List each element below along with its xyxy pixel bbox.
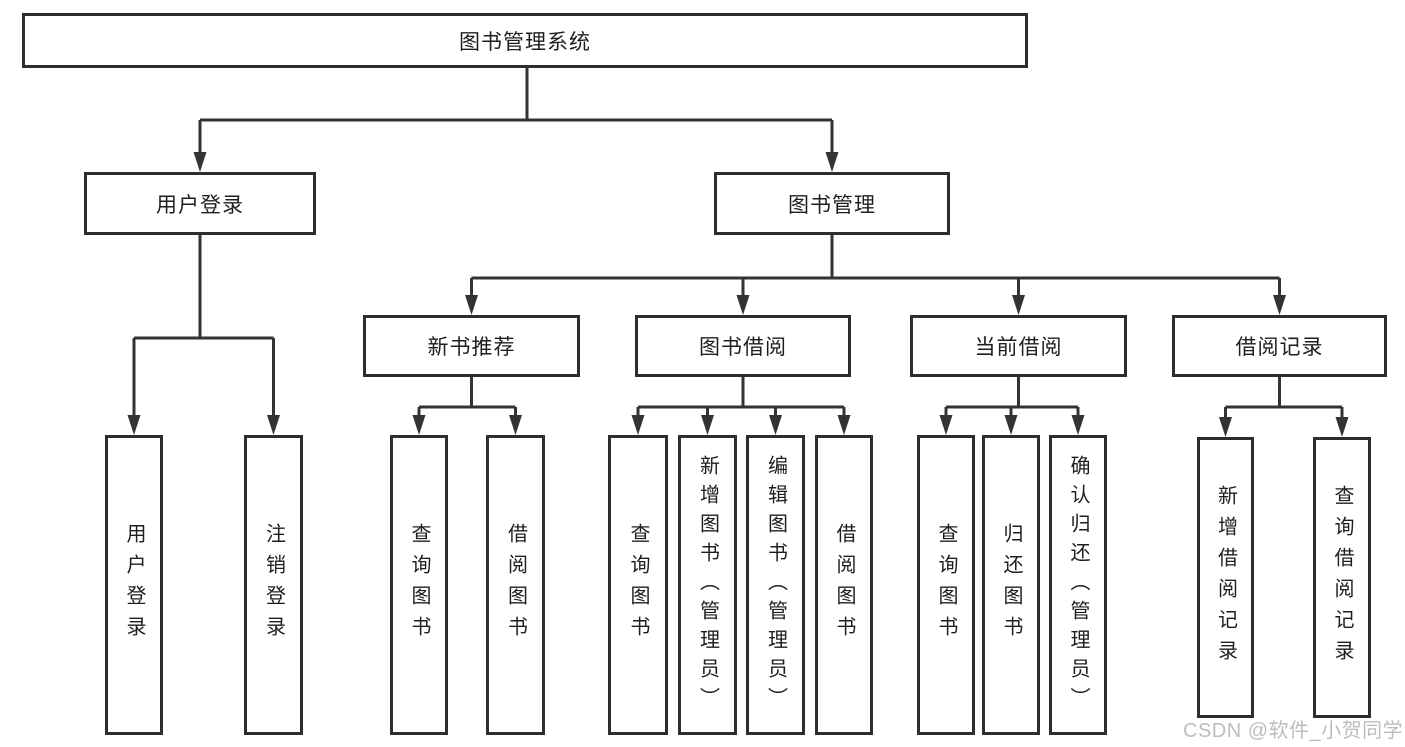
arrowhead bbox=[825, 152, 839, 172]
arrowhead bbox=[1004, 415, 1018, 435]
leaf-logout: 注销登录 bbox=[244, 435, 303, 735]
leaf-logout-label: 注销登录 bbox=[262, 523, 285, 647]
leaf-user-login-label: 用户登录 bbox=[123, 523, 145, 647]
leaf-add-borrow-record-label: 新增借阅记录 bbox=[1214, 484, 1237, 671]
arrowhead bbox=[631, 415, 645, 435]
arrowhead bbox=[1335, 417, 1349, 437]
leaf-return-book-label: 归还图书 bbox=[1000, 523, 1022, 647]
leaf-query-borrow-record-label: 查询借阅记录 bbox=[1331, 484, 1353, 671]
leaf-borrow-books-recommend: 借阅图书 bbox=[486, 435, 545, 735]
leaf-edit-book-admin: 编辑图书（管理员） bbox=[746, 435, 805, 735]
arrowhead bbox=[1012, 295, 1025, 315]
arrowhead bbox=[701, 415, 714, 435]
arrowhead bbox=[837, 415, 851, 435]
node-user-login: 用户登录 bbox=[84, 172, 316, 235]
leaf-borrow-books-recommend-label: 借阅图书 bbox=[504, 523, 527, 647]
arrowhead bbox=[769, 415, 782, 435]
node-user-login-label: 用户登录 bbox=[156, 193, 244, 217]
arrowhead bbox=[939, 415, 953, 435]
connector-user-login-to-leaves bbox=[127, 235, 280, 435]
watermark: CSDN @软件_小贺同学 bbox=[1183, 720, 1404, 742]
leaf-add-book-admin-label: 新增图书（管理员） bbox=[696, 454, 719, 716]
leaf-query-books-borrowing: 查询图书 bbox=[608, 435, 668, 735]
connector-book-management-to-level3 bbox=[465, 235, 1286, 315]
leaf-add-book-admin: 新增图书（管理员） bbox=[678, 435, 737, 735]
connector-book-borrowing-to-leaves bbox=[631, 377, 851, 435]
leaf-query-books-recommend-label: 查询图书 bbox=[408, 523, 430, 647]
node-borrowing-records: 借阅记录 bbox=[1172, 315, 1387, 377]
node-current-borrowing-label: 当前借阅 bbox=[974, 336, 1063, 359]
node-current-borrowing: 当前借阅 bbox=[910, 315, 1127, 377]
arrowhead bbox=[193, 152, 207, 172]
arrowhead bbox=[1071, 415, 1085, 435]
leaf-confirm-return-admin-label: 确认归还（管理员） bbox=[1067, 454, 1089, 716]
connector-borrowing-records-to-leaves bbox=[1219, 377, 1349, 437]
leaf-user-login: 用户登录 bbox=[105, 435, 163, 735]
leaf-query-books-recommend: 查询图书 bbox=[390, 435, 448, 735]
arrowhead bbox=[127, 415, 141, 435]
leaf-query-books-borrowing-label: 查询图书 bbox=[627, 523, 649, 647]
arrowhead bbox=[1273, 295, 1286, 315]
node-book-management-label: 图书管理 bbox=[788, 193, 876, 217]
connector-new-book-recommend-to-leaves bbox=[412, 377, 522, 435]
node-root: 图书管理系统 bbox=[22, 13, 1028, 68]
arrowhead bbox=[465, 295, 478, 315]
leaf-confirm-return-admin: 确认归还（管理员） bbox=[1049, 435, 1107, 735]
leaf-borrow-books-borrowing-label: 借阅图书 bbox=[833, 523, 855, 647]
node-root-label: 图书管理系统 bbox=[459, 30, 591, 54]
node-new-book-recommend-label: 新书推荐 bbox=[427, 336, 516, 359]
node-book-borrowing-label: 图书借阅 bbox=[699, 336, 787, 359]
arrowhead bbox=[412, 415, 426, 435]
connector-current-borrowing-to-leaves bbox=[939, 377, 1085, 435]
node-book-management: 图书管理 bbox=[714, 172, 950, 235]
node-book-borrowing: 图书借阅 bbox=[635, 315, 851, 377]
leaf-edit-book-admin-label: 编辑图书（管理员） bbox=[764, 454, 787, 716]
arrowhead bbox=[267, 415, 280, 435]
leaf-borrow-books-borrowing: 借阅图书 bbox=[815, 435, 873, 735]
leaf-return-book: 归还图书 bbox=[982, 435, 1040, 735]
connector-root-to-level2 bbox=[193, 68, 839, 172]
arrowhead bbox=[509, 415, 522, 435]
leaf-query-borrow-record: 查询借阅记录 bbox=[1313, 437, 1371, 718]
node-new-book-recommend: 新书推荐 bbox=[363, 315, 580, 377]
leaf-query-books-current-label: 查询图书 bbox=[935, 523, 957, 647]
leaf-add-borrow-record: 新增借阅记录 bbox=[1197, 437, 1254, 718]
arrowhead bbox=[1219, 417, 1232, 437]
node-borrowing-records-label: 借阅记录 bbox=[1235, 336, 1324, 359]
leaf-query-books-current: 查询图书 bbox=[917, 435, 975, 735]
arrowhead bbox=[736, 295, 750, 315]
